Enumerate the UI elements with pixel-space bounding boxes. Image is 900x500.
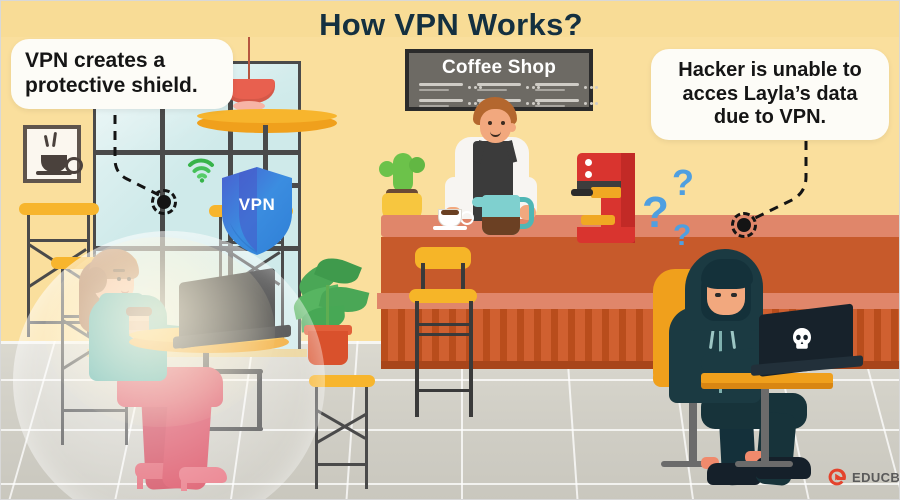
educba-e-icon bbox=[827, 467, 847, 487]
vpn-shield-label: VPN bbox=[238, 195, 276, 214]
ceiling-band bbox=[1, 1, 899, 37]
question-mark-icon: ? bbox=[672, 162, 694, 203]
callout-hacker-blocked: Hacker is unable to acces Layla’s data d… bbox=[651, 49, 889, 140]
skull-icon bbox=[791, 327, 813, 353]
network-node-icon bbox=[731, 212, 757, 238]
question-mark-icon: ? bbox=[673, 219, 692, 252]
wifi-icon bbox=[187, 157, 221, 183]
bar-counter-ledge bbox=[377, 293, 899, 309]
barista-face bbox=[480, 109, 511, 143]
hacker-table bbox=[701, 373, 833, 385]
hacker-shoe bbox=[707, 463, 761, 485]
bar-counter-base bbox=[381, 361, 899, 369]
lamp-glow bbox=[233, 101, 265, 111]
vpn-shield-badge: VPN bbox=[219, 165, 295, 257]
menu-board-title: Coffee Shop bbox=[441, 57, 557, 78]
lamp-cord bbox=[248, 37, 250, 81]
hacker-table-edge bbox=[701, 383, 833, 389]
callout-vpn-shield: VPN creates a protective shield. bbox=[11, 39, 233, 109]
vpn-protective-bubble bbox=[13, 231, 325, 499]
page-title: How VPN Works? bbox=[319, 7, 583, 42]
framed-coffee-picture bbox=[23, 125, 83, 183]
callout-left-text: VPN creates a protective shield. bbox=[25, 49, 198, 97]
educba-logo-text: EDUCBA bbox=[852, 469, 900, 485]
question-mark-icon: ? bbox=[642, 188, 669, 237]
educba-logo: EDUCBA bbox=[827, 467, 900, 487]
callout-right-text: Hacker is unable to acces Layla’s data d… bbox=[678, 59, 862, 129]
network-node-icon bbox=[151, 189, 177, 215]
